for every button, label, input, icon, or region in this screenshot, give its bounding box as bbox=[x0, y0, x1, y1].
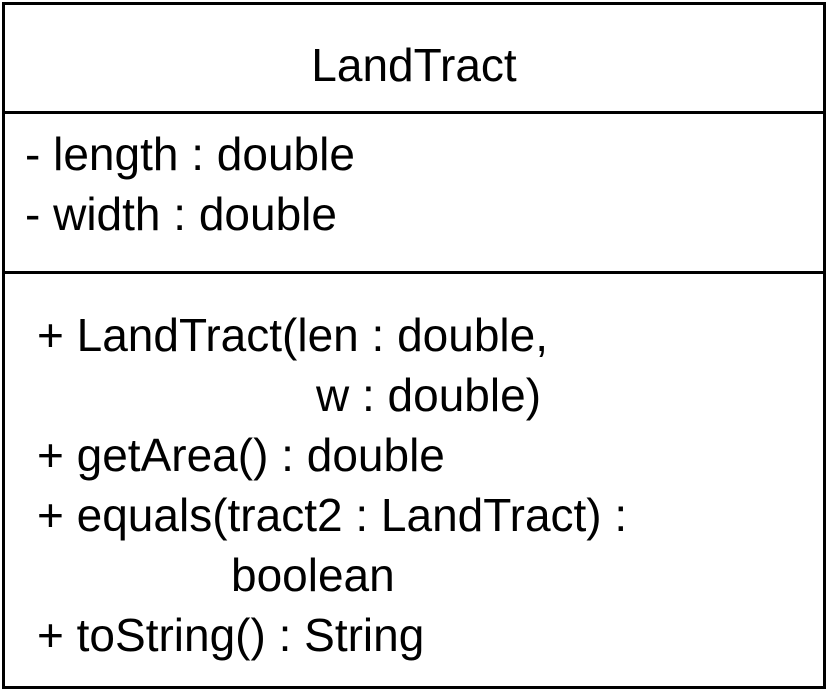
class-name: LandTract bbox=[311, 39, 517, 91]
operation-constructor-continued: w : double) bbox=[316, 369, 542, 421]
operation-get-area: + getArea() : double bbox=[37, 429, 445, 481]
attribute-width: - width : double bbox=[25, 188, 337, 240]
operation-equals: + equals(tract2 : LandTract) : bbox=[37, 489, 628, 541]
attributes-compartment: - length : double - width : double bbox=[5, 114, 823, 274]
class-name-compartment: LandTract bbox=[5, 5, 823, 114]
operations-compartment: + LandTract(len : double, w : double) + … bbox=[5, 274, 823, 686]
attribute-length: - length : double bbox=[25, 128, 355, 180]
operation-equals-return: boolean bbox=[231, 549, 395, 601]
operation-constructor: + LandTract(len : double, bbox=[37, 309, 549, 361]
operation-to-string: + toString() : String bbox=[37, 609, 425, 661]
